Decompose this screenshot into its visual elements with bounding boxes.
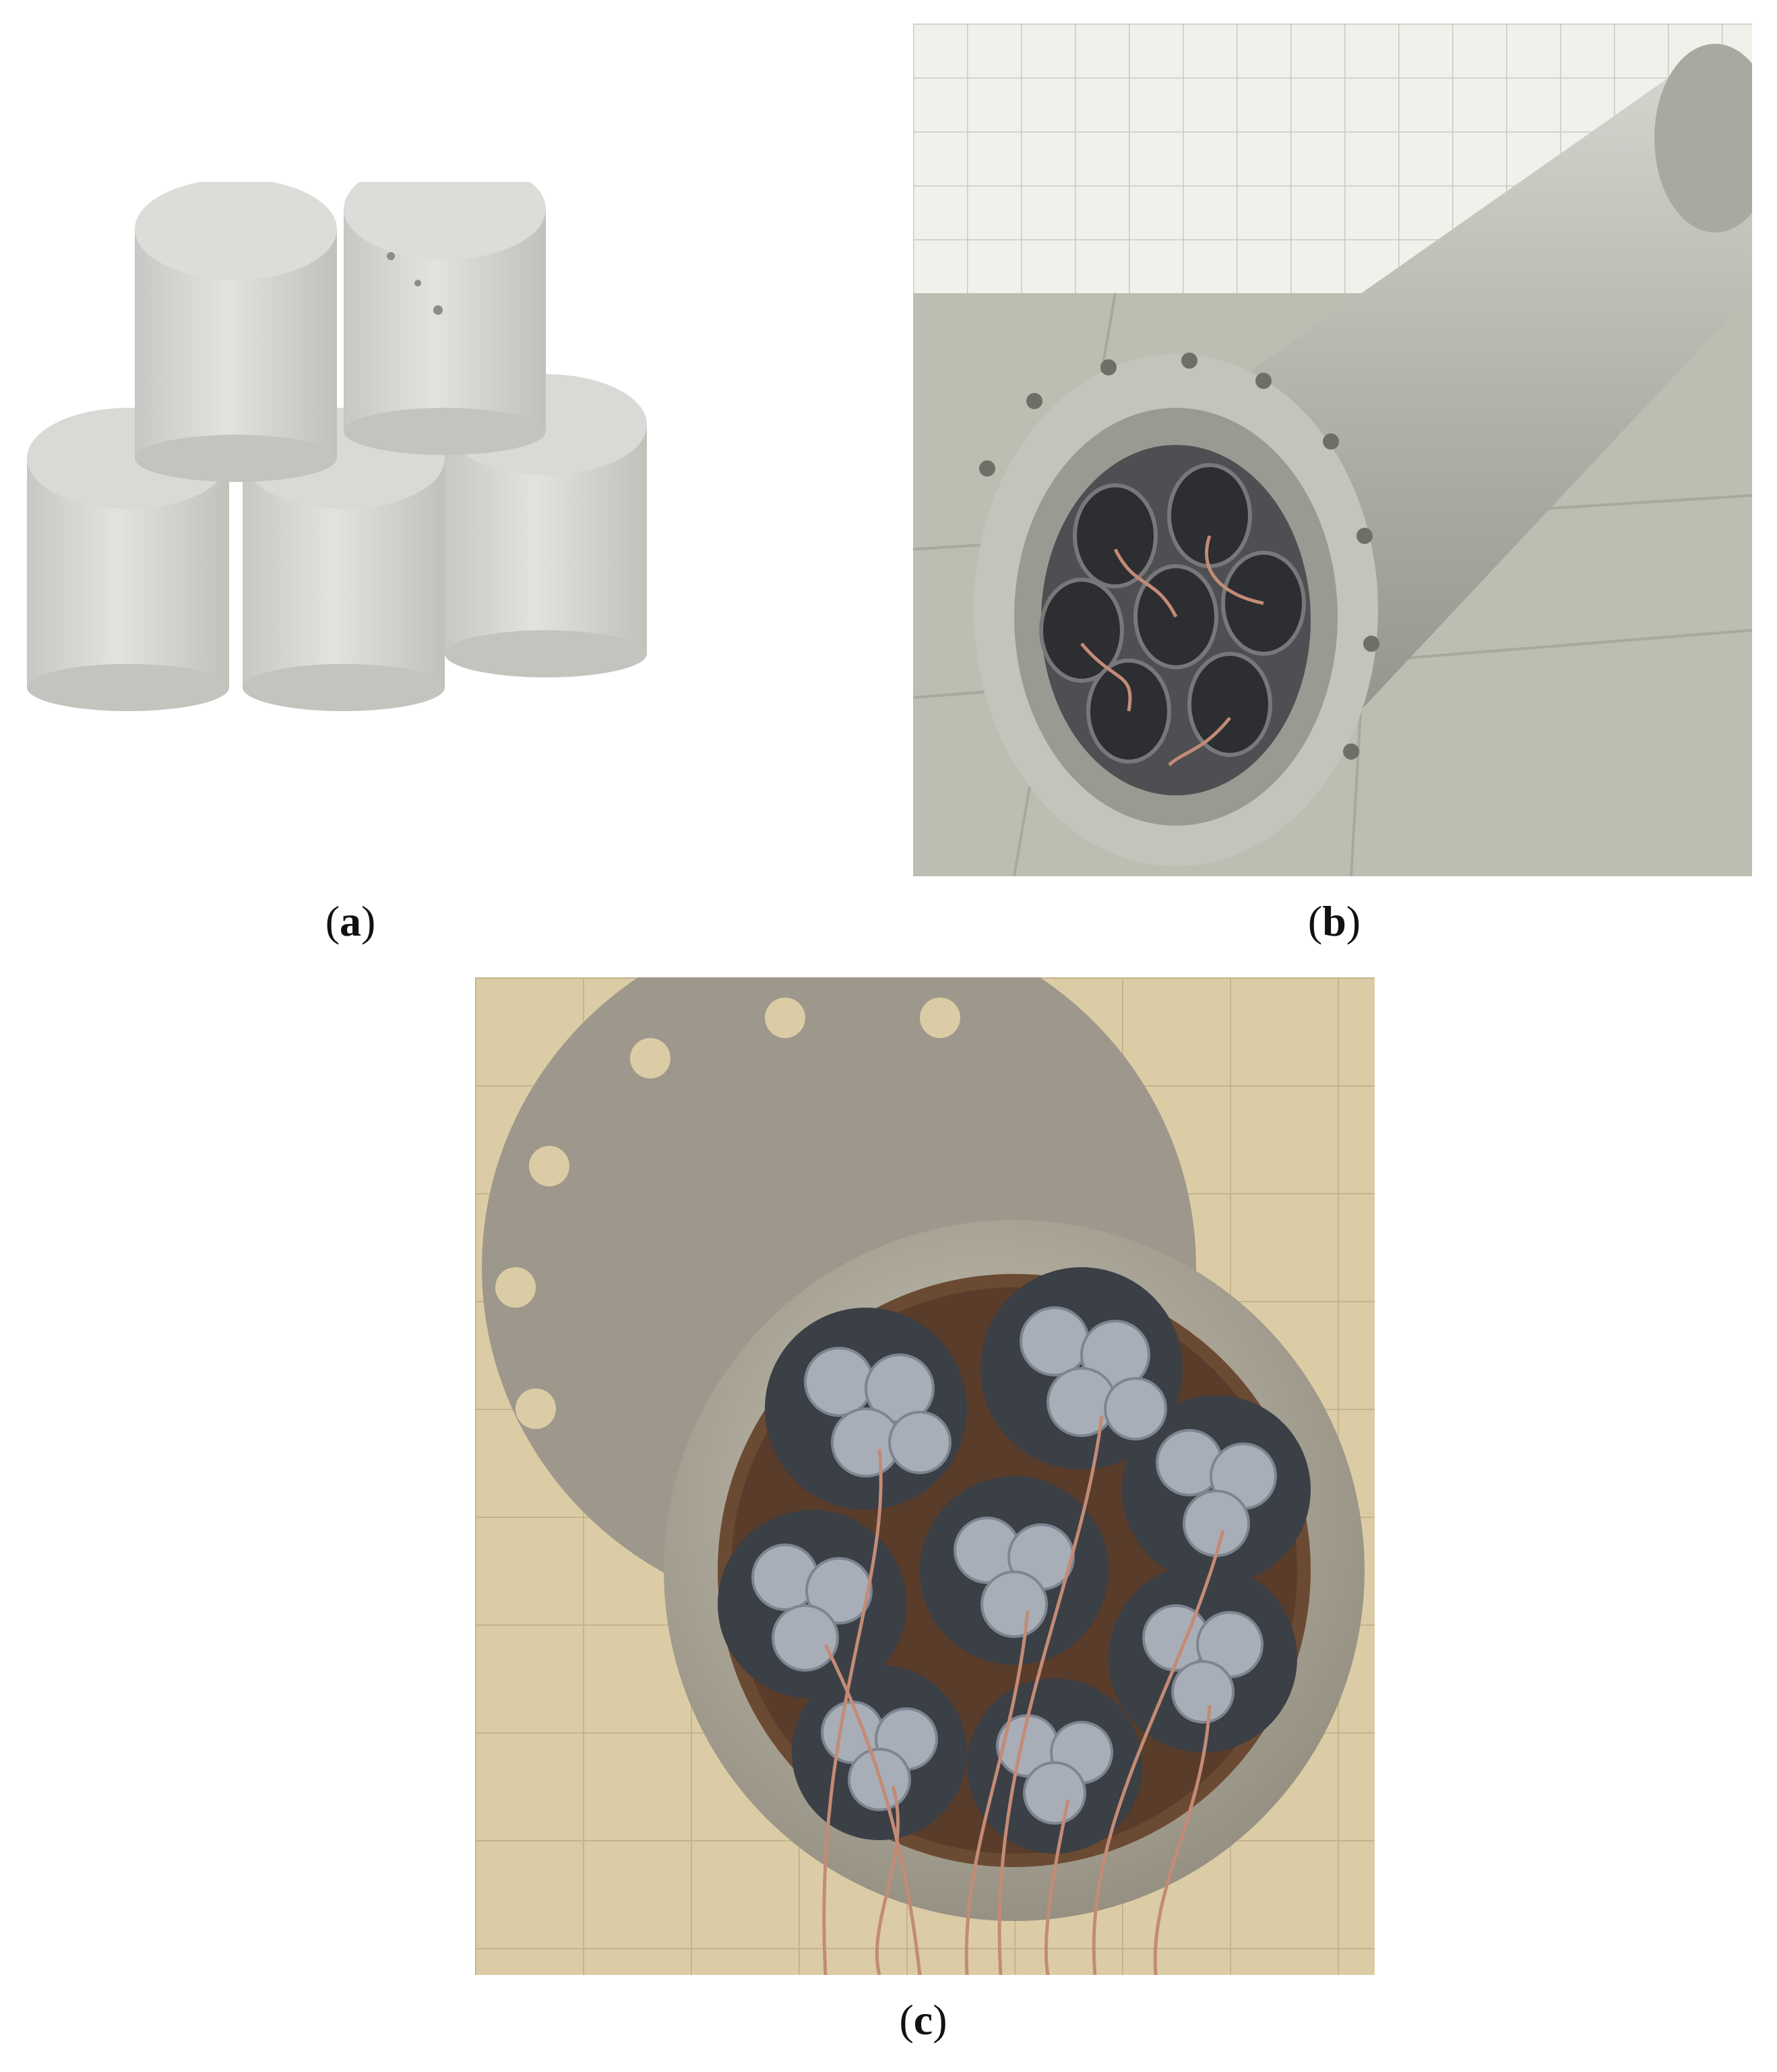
sensor-wires bbox=[822, 1415, 1225, 1975]
cylinder-top-left bbox=[135, 182, 337, 482]
panel-a-image bbox=[13, 182, 660, 721]
pressure-vessel-illustration bbox=[913, 24, 1752, 876]
cylinder-top-right bbox=[344, 182, 546, 455]
caption-c: (c) bbox=[899, 1996, 947, 2044]
panel-c-image bbox=[475, 977, 1375, 1975]
panel-b-image bbox=[913, 24, 1752, 876]
caption-b: (b) bbox=[1307, 897, 1361, 945]
caption-a: (a) bbox=[325, 897, 376, 945]
vessel-front-illustration bbox=[475, 977, 1375, 1975]
concrete-cylinders-illustration bbox=[27, 182, 647, 711]
